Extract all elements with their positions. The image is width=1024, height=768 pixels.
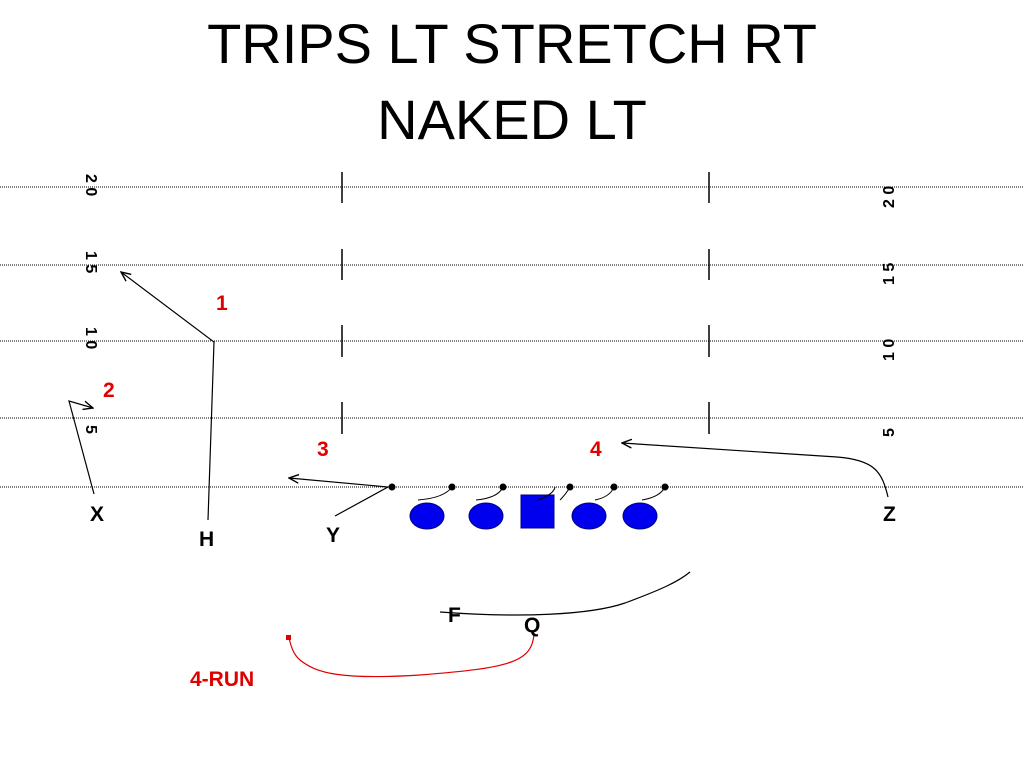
yard-number-right-15: 1 5 [881, 263, 898, 285]
lineman-right-tackle [622, 502, 658, 530]
title-line-2: NAKED LT [377, 88, 647, 151]
route-x [68, 400, 94, 495]
route-number-1: 1 [216, 292, 228, 315]
route-number-3: 3 [317, 438, 329, 461]
player-y: Y [326, 524, 340, 547]
lineman-left-guard [468, 502, 504, 530]
yard-number-right-10: 1 0 [881, 339, 898, 361]
yard-number-left-10: 1 0 [82, 327, 99, 349]
yard-number-right-20: 2 0 [881, 186, 898, 208]
player-z: Z [883, 503, 896, 526]
player-h: H [199, 528, 214, 551]
route-f [439, 571, 691, 616]
route-z [622, 443, 889, 498]
lineman-right-guard [571, 502, 607, 530]
yard-number-left-15: 1 5 [82, 251, 99, 273]
run-start-marker [286, 635, 291, 640]
route-h [121, 272, 215, 521]
routes [68, 272, 889, 616]
block-points [388, 483, 669, 491]
run-label: 4-RUN [190, 668, 254, 691]
yard-number-right-5: 5 [881, 428, 898, 437]
route-y [289, 478, 391, 517]
lineman-left-tackle [409, 502, 445, 530]
player-f: F [448, 604, 461, 627]
qb-run-path [288, 633, 535, 678]
offensive-line [409, 494, 658, 530]
lineman-center [520, 494, 555, 529]
route-number-2: 2 [103, 379, 115, 402]
yard-number-left-20: 2 0 [82, 174, 99, 196]
yard-number-left-5: 5 [82, 425, 99, 434]
title-line-1: TRIPS LT STRETCH RT [207, 12, 817, 75]
route-number-4: 4 [590, 438, 602, 461]
player-q: Q [524, 614, 540, 637]
player-x: X [90, 503, 104, 526]
